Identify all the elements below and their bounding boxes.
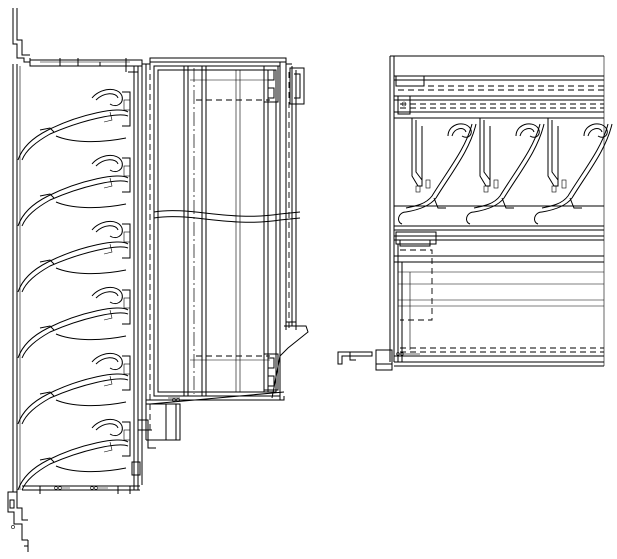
elevation-view — [337, 55, 613, 371]
bottom-sill — [131, 391, 285, 476]
elevation-sill — [337, 347, 604, 371]
right-jamb — [263, 62, 309, 400]
bottom-hook-profile — [7, 491, 29, 552]
window-sash — [153, 65, 281, 397]
elevation-blade — [466, 118, 545, 225]
elevation-blades — [398, 118, 613, 225]
elevation-blade — [534, 118, 613, 225]
blade-carrier — [128, 64, 147, 490]
outer-jamb — [389, 55, 604, 362]
top-hook-profile — [12, 8, 292, 65]
top-frame — [29, 57, 286, 72]
top-rails — [394, 75, 604, 119]
louvre-blade — [17, 287, 131, 359]
louvre-blade — [17, 353, 131, 425]
louvre-blade — [17, 155, 131, 227]
louvre-blade — [17, 419, 131, 491]
lower-panel — [394, 244, 604, 362]
louvre-blade — [17, 221, 131, 293]
left-mullion — [12, 64, 21, 493]
louvre-blade — [17, 89, 131, 161]
section-view — [7, 8, 309, 552]
break-line — [153, 210, 301, 217]
bottom-frame — [22, 485, 140, 494]
louvre-blades — [17, 89, 131, 491]
middle-transom — [394, 205, 604, 247]
elevation-blade — [398, 118, 477, 225]
